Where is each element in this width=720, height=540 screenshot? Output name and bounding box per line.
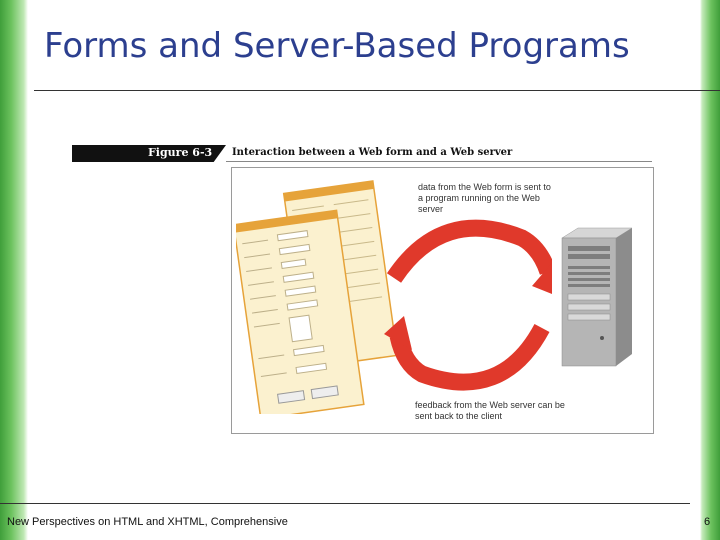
title-divider	[34, 90, 720, 91]
green-side-bar-left	[0, 0, 28, 540]
figure-caption-rule	[226, 161, 652, 162]
slide-title: Forms and Server-Based Programs	[44, 26, 630, 66]
footer-text: New Perspectives on HTML and XHTML, Comp…	[7, 516, 288, 528]
label-feedback-to-client: feedback from the Web server can be sent…	[415, 400, 565, 421]
figure-header: Figure 6-3 Interaction between a Web for…	[72, 145, 652, 162]
figure-caption: Interaction between a Web form and a Web…	[232, 147, 513, 158]
footer-divider	[0, 503, 690, 504]
page-number: 6	[704, 516, 711, 528]
label-data-to-server: data from the Web form is sent to a prog…	[418, 182, 551, 214]
circular-arrows-icon	[384, 219, 552, 391]
server-tower-icon	[561, 227, 633, 367]
figure-number: Figure 6-3	[148, 146, 213, 159]
figure-tag: Figure 6-3	[72, 145, 226, 162]
web-form-illustration	[236, 180, 396, 414]
web-form-front	[236, 209, 365, 414]
figure-diagram: data from the Web form is sent to a prog…	[231, 167, 654, 434]
green-side-bar-right	[700, 0, 720, 540]
